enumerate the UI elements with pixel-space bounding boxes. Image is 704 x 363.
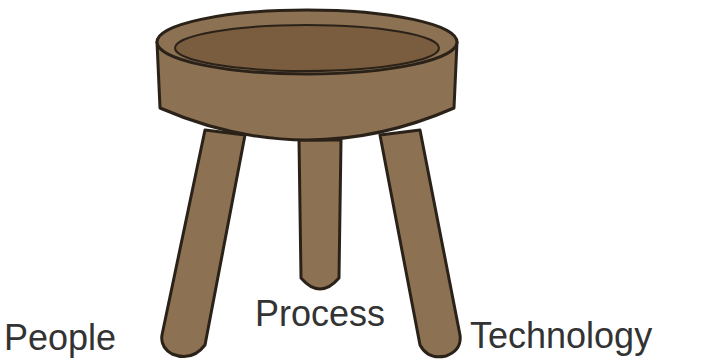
- stool-dish: [175, 25, 439, 71]
- stool-leg: [162, 130, 245, 357]
- stool-rim: [157, 10, 457, 74]
- pillar-label: Technology: [470, 316, 652, 356]
- pillar-label: Process: [255, 294, 385, 334]
- stool-leg: [299, 140, 341, 289]
- pillar-label: People: [4, 318, 116, 358]
- stool-leg: [380, 130, 460, 357]
